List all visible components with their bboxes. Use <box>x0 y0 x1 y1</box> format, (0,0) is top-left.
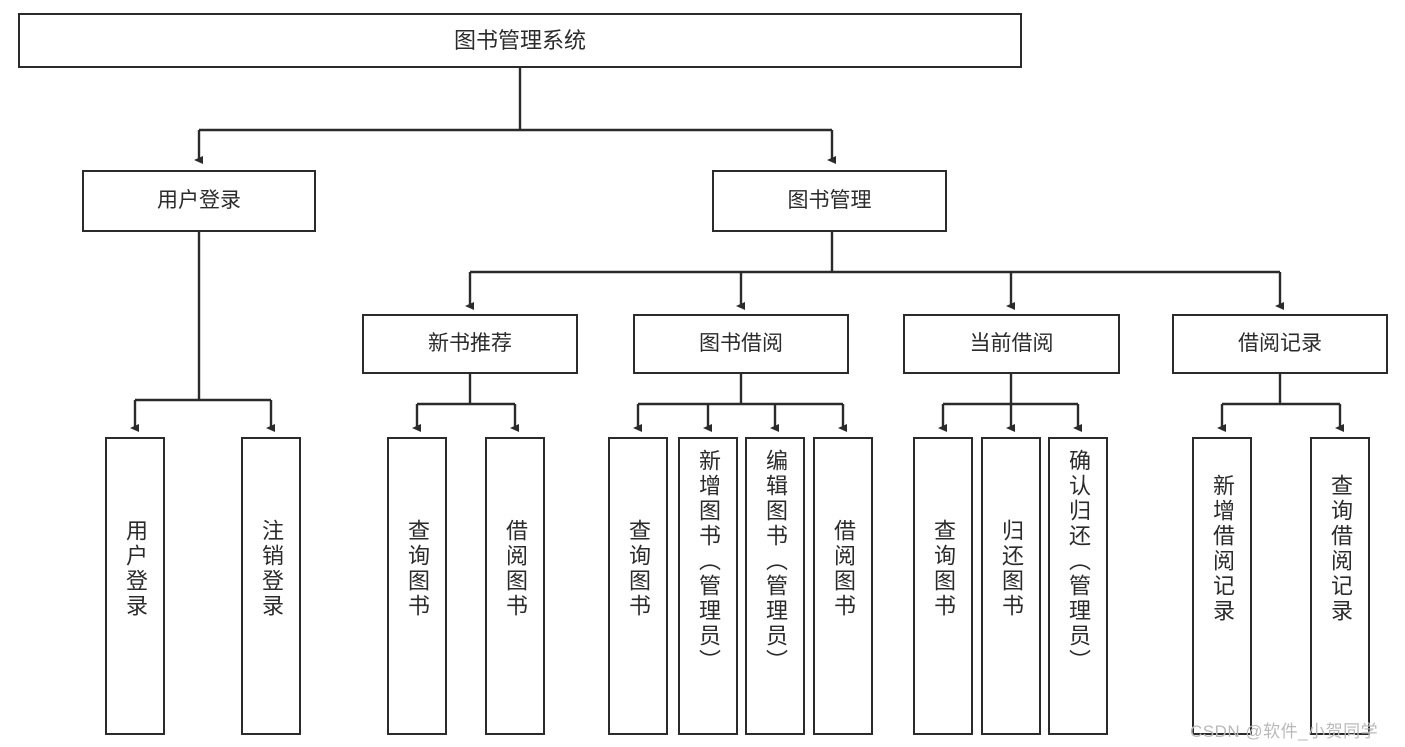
csdn-watermark: CSDN @软件_小贺同学 <box>1190 722 1379 741</box>
node-root-book-management-system[interactable]: 图书管理系统 <box>18 13 1022 68</box>
leaf-query-book-current[interactable]: 查询图书 <box>913 437 973 735</box>
node-current-borrow[interactable]: 当前借阅 <box>903 314 1120 374</box>
node-new-book-recommend[interactable]: 新书推荐 <box>362 314 578 374</box>
leaf-logout-login[interactable]: 注销登录 <box>241 437 301 735</box>
leaf-confirm-return-admin[interactable]: 确认归还（管理员） <box>1048 437 1108 735</box>
node-label: 查询图书 <box>626 519 651 619</box>
node-label: 归还图书 <box>999 519 1024 619</box>
node-label: 图书管理系统 <box>453 27 586 53</box>
node-label: 编辑图书（管理员） <box>763 449 788 674</box>
leaf-query-book-borrow[interactable]: 查询图书 <box>608 437 668 735</box>
node-book-borrow[interactable]: 图书借阅 <box>633 314 849 374</box>
node-label: 图书借阅 <box>699 331 783 355</box>
node-book-management[interactable]: 图书管理 <box>712 170 947 232</box>
leaf-return-book[interactable]: 归还图书 <box>981 437 1041 735</box>
leaf-borrow-book-borrow[interactable]: 借阅图书 <box>813 437 873 735</box>
node-borrow-record[interactable]: 借阅记录 <box>1172 314 1388 374</box>
leaf-borrow-book-new-recommend[interactable]: 借阅图书 <box>485 437 545 735</box>
leaf-add-borrow-record[interactable]: 新增借阅记录 <box>1192 437 1252 735</box>
node-label: 查询借阅记录 <box>1328 474 1353 624</box>
node-label: 用户登录 <box>157 188 241 212</box>
node-label: 查询图书 <box>405 519 430 619</box>
node-label: 借阅图书 <box>503 519 528 619</box>
node-label: 查询图书 <box>931 519 956 619</box>
node-label: 借阅记录 <box>1238 331 1322 355</box>
leaf-edit-book-admin[interactable]: 编辑图书（管理员） <box>745 437 805 735</box>
node-label: 新增图书（管理员） <box>696 449 721 674</box>
node-label: 用户登录 <box>123 519 148 619</box>
leaf-user-login[interactable]: 用户登录 <box>105 437 165 735</box>
node-label: 新增借阅记录 <box>1210 474 1235 624</box>
leaf-add-book-admin[interactable]: 新增图书（管理员） <box>678 437 738 735</box>
leaf-query-borrow-record[interactable]: 查询借阅记录 <box>1310 437 1370 735</box>
node-label: 注销登录 <box>259 519 284 619</box>
node-label: 当前借阅 <box>969 331 1054 355</box>
node-label: 借阅图书 <box>831 519 856 619</box>
node-user-login[interactable]: 用户登录 <box>82 170 316 232</box>
node-label: 确认归还（管理员） <box>1066 449 1091 674</box>
leaf-query-book-new-recommend[interactable]: 查询图书 <box>387 437 447 735</box>
node-label: 新书推荐 <box>428 331 512 355</box>
node-label: 图书管理 <box>787 188 872 212</box>
